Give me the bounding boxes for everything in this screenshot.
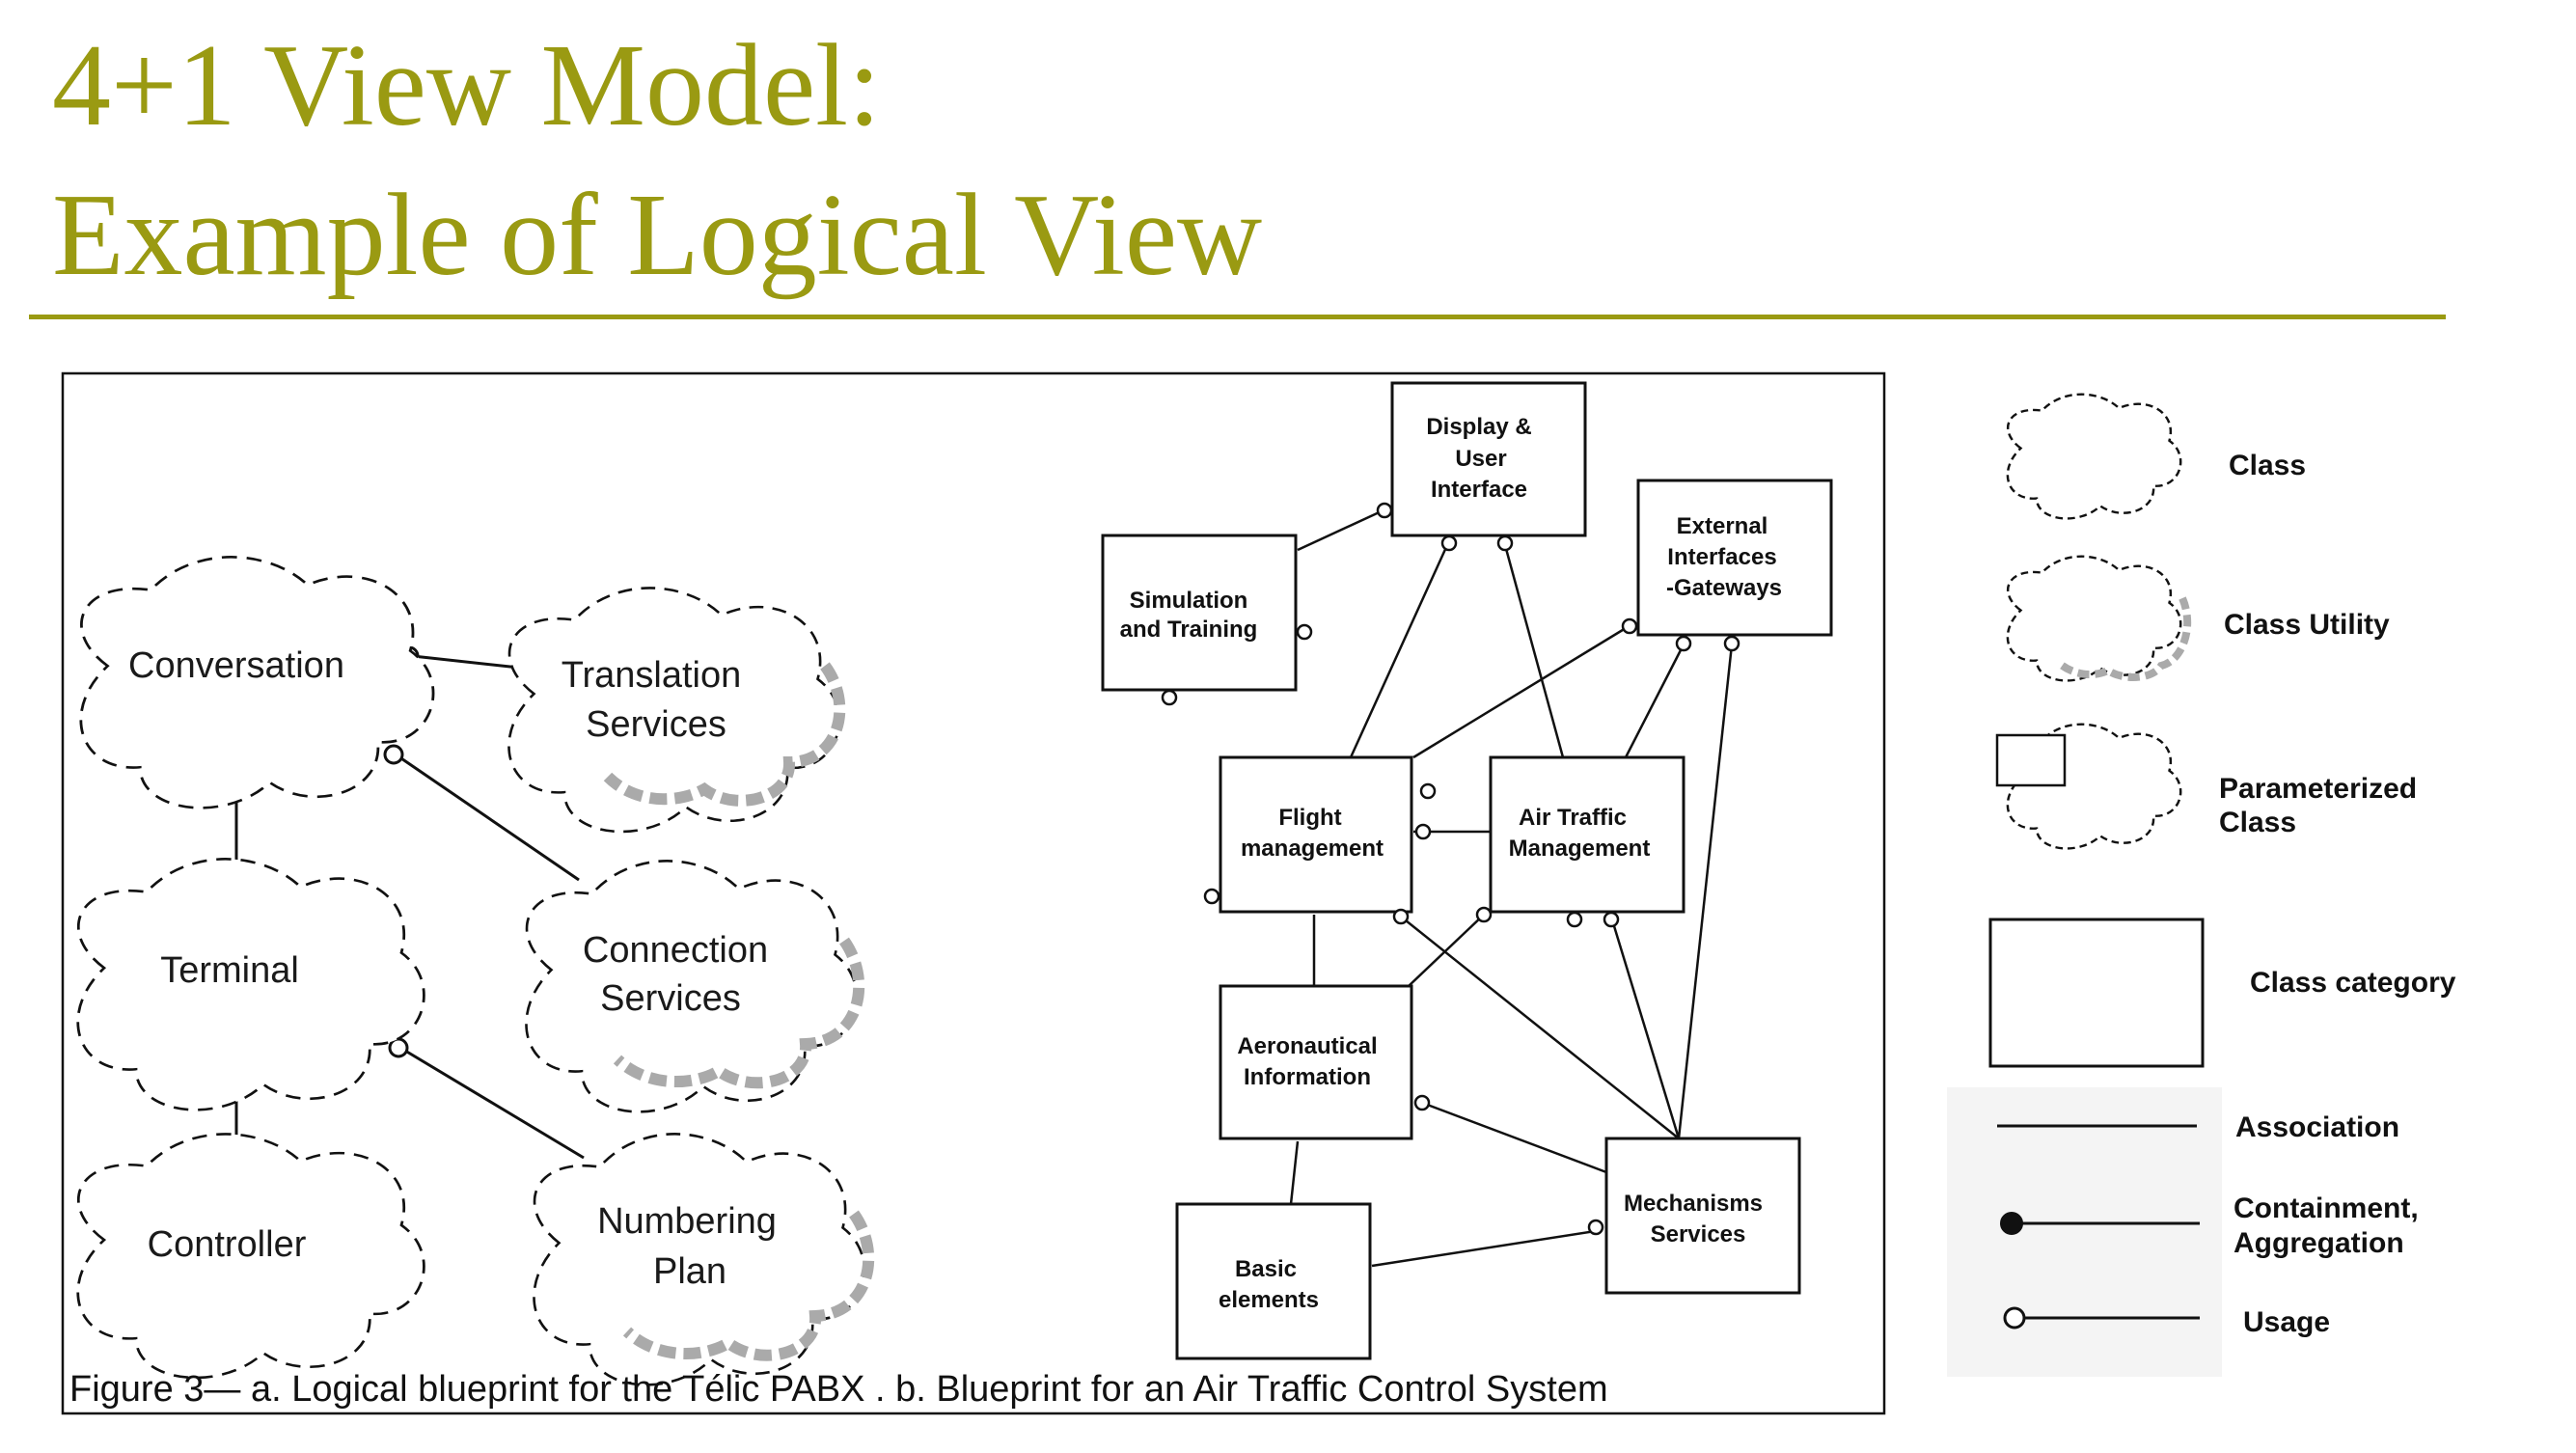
usage-simulation-display: [1297, 507, 1386, 552]
label-basic-1: Basic: [1235, 1256, 1297, 1282]
usage-mechanisms-flight: [1400, 916, 1680, 1139]
usage-aero-mechanisms: [1421, 1101, 1607, 1174]
legend-label-containment-2: Aggregation: [2233, 1227, 2404, 1259]
usage-marker: [388, 1037, 409, 1058]
utility-numbering-plan: Numbering Plan: [533, 1133, 875, 1386]
label-basic-2: elements: [1219, 1287, 1319, 1313]
legend-label-parameterized-2: Class: [2219, 807, 2296, 838]
category-flight-management: Flight management: [1219, 755, 1413, 914]
legend-parameterized-class: Parameterized Class: [1995, 723, 2417, 850]
label-terminal: Terminal: [160, 950, 299, 991]
label-connection-1: Connection: [583, 930, 768, 971]
legend-label-parameterized-1: Parameterized: [2219, 773, 2417, 805]
usage-conversation-connection: [395, 753, 580, 882]
label-aero-1: Aeronautical: [1237, 1033, 1377, 1059]
usage-conversation-translation: [412, 654, 520, 670]
label-translation-2: Services: [586, 704, 726, 745]
usage-mechanisms-external: [1677, 644, 1734, 1139]
utility-connection-services: Connection Services: [525, 860, 865, 1113]
legend-label-class-category: Class category: [2250, 967, 2456, 999]
legend-label-containment-1: Containment,: [2233, 1193, 2419, 1224]
label-translation-1: Translation: [562, 655, 742, 696]
usage-basic-mechanisms: [1371, 1228, 1603, 1268]
category-aeronautical-information: Aeronautical Information: [1219, 984, 1413, 1140]
label-flight-2: management: [1241, 836, 1384, 862]
atc-diagram: Display & User Interface External Interf…: [1101, 381, 1833, 1360]
legend-class-category: Class category: [1988, 918, 2456, 1068]
slide-title-line-2: Example of Logical View: [52, 170, 1263, 300]
utility-translation-services: Translation Services: [507, 587, 846, 834]
usage-flight-display: [1349, 544, 1449, 758]
pabx-diagram: Conversation Terminal Controller Transla…: [76, 555, 875, 1386]
category-simulation-training: Simulation and Training: [1101, 534, 1298, 692]
title-divider: [29, 315, 2446, 319]
legend-class-utility: Class Utility: [2006, 555, 2390, 682]
usage-marker: [383, 744, 404, 765]
legend-label-class-utility: Class Utility: [2224, 609, 2390, 641]
category-external-interfaces: External Interfaces -Gateways: [1636, 479, 1833, 637]
usage-terminal-numbering: [399, 1046, 585, 1160]
usage-markers: [1161, 502, 1740, 1236]
label-connection-2: Services: [600, 978, 741, 1019]
class-conversation: Conversation: [79, 555, 435, 809]
assoc-aero-basic: [1289, 1140, 1300, 1205]
label-numbering-1: Numbering: [597, 1201, 777, 1242]
category-air-traffic-management: Air Traffic Management: [1489, 755, 1685, 914]
legend-shade: [1947, 1087, 2222, 1377]
legend-label-class: Class: [2229, 450, 2306, 481]
label-mechanisms-2: Services: [1651, 1221, 1746, 1247]
legend-label-usage: Usage: [2243, 1306, 2330, 1338]
label-external-1: External: [1677, 513, 1768, 539]
label-traffic-2: Management: [1509, 836, 1651, 862]
legend-class: Class: [2006, 393, 2306, 520]
label-aero-2: Information: [1244, 1064, 1371, 1090]
class-controller: Controller: [76, 1133, 425, 1380]
category-mechanisms-services: Mechanisms Services: [1604, 1137, 1801, 1295]
label-numbering-2: Plan: [653, 1251, 726, 1292]
figure-caption: Figure 3— a. Logical blueprint for the T…: [69, 1369, 1608, 1410]
legend-containment: Containment, Aggregation: [2000, 1193, 2419, 1259]
label-external-2: Interfaces: [1667, 544, 1776, 570]
category-display-ui: Display & User Interface: [1390, 381, 1587, 537]
usage-traffic-external: [1624, 644, 1685, 758]
label-controller: Controller: [148, 1224, 307, 1265]
category-basic-elements: Basic elements: [1175, 1202, 1372, 1360]
label-simulation-1: Simulation: [1130, 588, 1248, 614]
label-display-2: User: [1455, 446, 1506, 472]
legend-usage: Usage: [2003, 1306, 2330, 1338]
label-simulation-2: and Training: [1120, 617, 1258, 643]
usage-flight-external: [1412, 623, 1631, 759]
label-display-1: Display &: [1426, 414, 1531, 440]
label-conversation: Conversation: [128, 645, 344, 686]
class-terminal: Terminal: [76, 857, 425, 1111]
usage-aero-traffic: [1408, 914, 1485, 987]
usage-mechanisms-traffic: [1609, 916, 1681, 1139]
label-display-3: Interface: [1431, 477, 1527, 503]
figure-frame: [61, 371, 1886, 1415]
slide-title-line-1: 4+1 View Model:: [52, 20, 881, 151]
label-external-3: -Gateways: [1666, 575, 1782, 601]
label-flight-1: Flight: [1278, 805, 1341, 831]
legend: Class Class Utility Parameterized Class …: [1947, 393, 2456, 1377]
label-traffic-1: Air Traffic: [1519, 805, 1627, 831]
legend-association: Association: [1997, 1111, 2399, 1143]
legend-label-association: Association: [2235, 1111, 2399, 1143]
label-mechanisms-1: Mechanisms: [1624, 1191, 1763, 1217]
usage-traffic-display: [1503, 544, 1565, 758]
